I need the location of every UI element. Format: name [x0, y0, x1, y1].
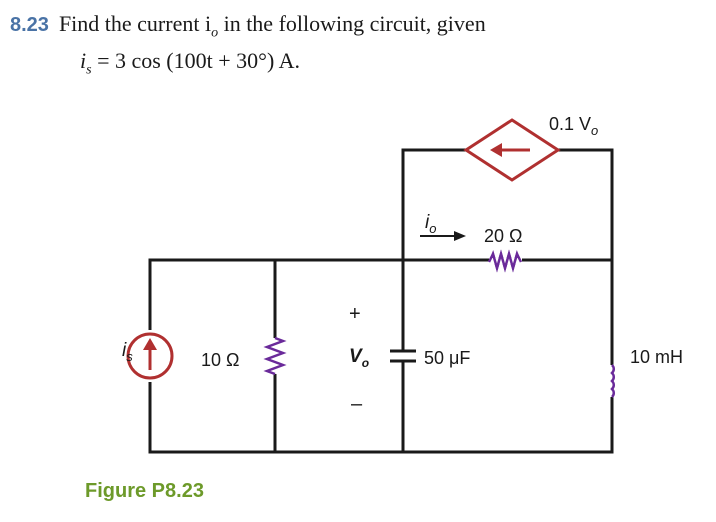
problem-statement: 8.23 Find the current io in the following… — [10, 10, 710, 85]
dep-source-right-wire — [558, 148, 614, 260]
problem-var-sub: s — [86, 62, 92, 78]
voltage-label: Vo — [349, 346, 369, 370]
bottom-rail-wire — [148, 382, 614, 454]
capacitor-label: 50 μF — [424, 348, 470, 368]
problem-expression: = 3 cos (100t + 30°) A. — [91, 48, 300, 74]
problem-line-2: is = 3 cos (100t + 30°) A. — [10, 47, 710, 84]
problem-line-1: 8.23 Find the current io in the following… — [10, 10, 710, 47]
source-label: is — [122, 340, 133, 364]
problem-text-1: Find the current i — [58, 11, 212, 36]
current-label: io — [425, 212, 436, 236]
dep-source-label: 0.1 Vo — [549, 114, 598, 138]
minus-sign: – — [351, 393, 363, 415]
capacitor-50uF — [390, 349, 416, 363]
wires — [148, 148, 614, 454]
current-source — [126, 332, 174, 380]
r1-label: 10 Ω — [201, 350, 239, 370]
dep-source-arrow-icon — [490, 143, 502, 157]
plus-sign: + — [349, 303, 361, 325]
problem-text-1-end: in the following circuit, given — [218, 11, 486, 36]
figure-caption: Figure P8.23 — [85, 480, 204, 502]
problem-text-1-sub: o — [211, 25, 219, 41]
problem-number: 8.23 — [10, 14, 49, 36]
dep-source-left-wire — [401, 148, 466, 260]
inductor-10mH — [610, 364, 615, 398]
io-arrow-icon — [454, 231, 466, 241]
io-arrow — [420, 231, 466, 241]
top-rail-wire — [148, 258, 614, 365]
inductor-label: 10 mH — [630, 347, 683, 367]
dependent-current-source — [463, 118, 561, 182]
resistor-10ohm — [263, 336, 287, 376]
r2-label: 20 Ω — [484, 226, 522, 246]
problem-var: i — [80, 48, 87, 74]
source-arrow-icon — [143, 338, 157, 350]
